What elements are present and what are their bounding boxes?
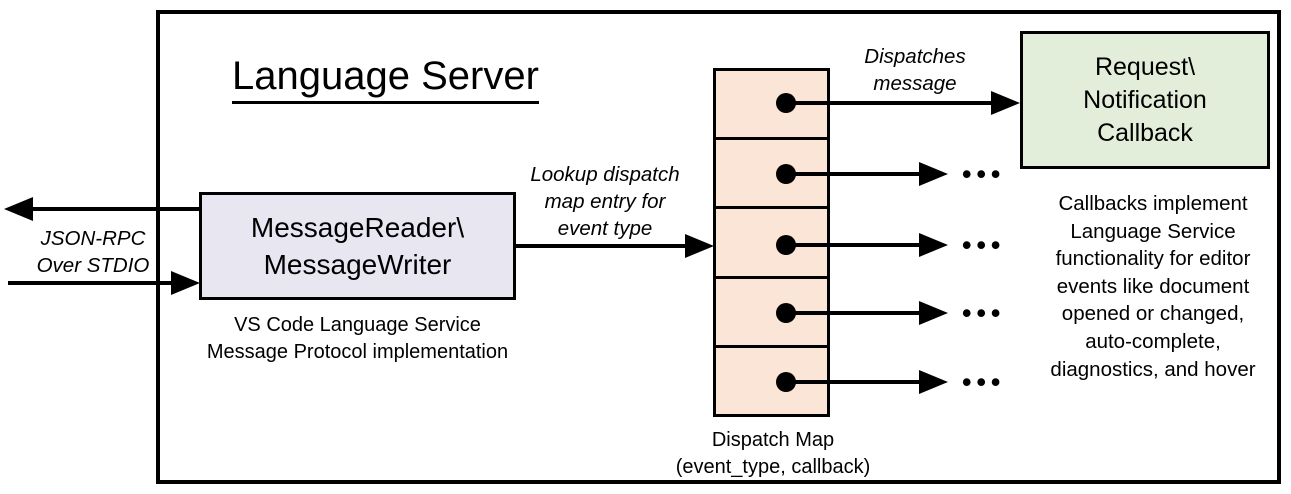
dispatch-map — [713, 68, 830, 417]
label-line: event type — [557, 217, 653, 240]
dispatch-map-cell — [716, 206, 827, 276]
dispatch-map-cell — [716, 275, 827, 345]
note-line: events like document — [1056, 274, 1250, 298]
ellipsis-icon: ••• — [962, 159, 1006, 189]
note-line: auto-complete, — [1085, 329, 1221, 353]
caption-line: VS Code Language Service — [234, 314, 481, 336]
label-line: Lookup dispatch — [530, 163, 680, 186]
message-reader-writer-box: MessageReader\ MessageWriter — [199, 192, 516, 300]
callbacks-note: Callbacks implement Language Service fun… — [1021, 190, 1285, 383]
note-line: opened or changed, — [1061, 302, 1245, 326]
ellipsis-icon: ••• — [962, 230, 1006, 260]
dispatches-message-label: Dispatches message — [840, 43, 990, 97]
callback-box-line: Callback — [1097, 118, 1193, 147]
label-line: message — [873, 72, 957, 95]
language-server-boundary — [156, 10, 1281, 484]
ellipsis-icon: ••• — [962, 367, 1006, 397]
note-line: Callbacks implement — [1058, 192, 1248, 215]
label-line: map entry for — [544, 190, 666, 213]
page-title: Language Server — [232, 54, 539, 104]
dispatch-map-cell — [716, 71, 827, 138]
label-line: Over STDIO — [36, 254, 150, 277]
message-box-caption: VS Code Language Service Message Protoco… — [189, 312, 526, 366]
caption-line: Message Protocol implementation — [206, 341, 509, 363]
note-line: functionality for editor — [1055, 247, 1251, 271]
message-reader-label: MessageReader\ — [250, 212, 465, 243]
callback-box-line: Request\ — [1094, 52, 1196, 81]
lookup-dispatch-label: Lookup dispatch map entry for event type — [515, 161, 695, 242]
dispatch-map-caption: Dispatch Map (event_type, callback) — [653, 427, 893, 481]
note-line: diagnostics, and hover — [1050, 357, 1256, 381]
json-rpc-stdio-label: JSON-RPC Over STDIO — [13, 225, 173, 279]
page-title-text: Language Server — [232, 54, 539, 104]
callback-box-line: Notification — [1083, 85, 1207, 114]
ellipsis-icon: ••• — [962, 298, 1006, 328]
note-line: Language Service — [1070, 219, 1236, 243]
dispatch-map-cell — [716, 344, 827, 415]
caption-line: Dispatch Map — [711, 429, 835, 451]
dispatch-map-cell — [716, 137, 827, 207]
message-writer-label: MessageWriter — [263, 249, 452, 280]
label-line: JSON-RPC — [40, 227, 146, 250]
label-line: Dispatches — [864, 45, 966, 68]
request-notification-callback-box: Request\ Notification Callback — [1020, 31, 1270, 169]
caption-line: (event_type, callback) — [675, 456, 871, 478]
